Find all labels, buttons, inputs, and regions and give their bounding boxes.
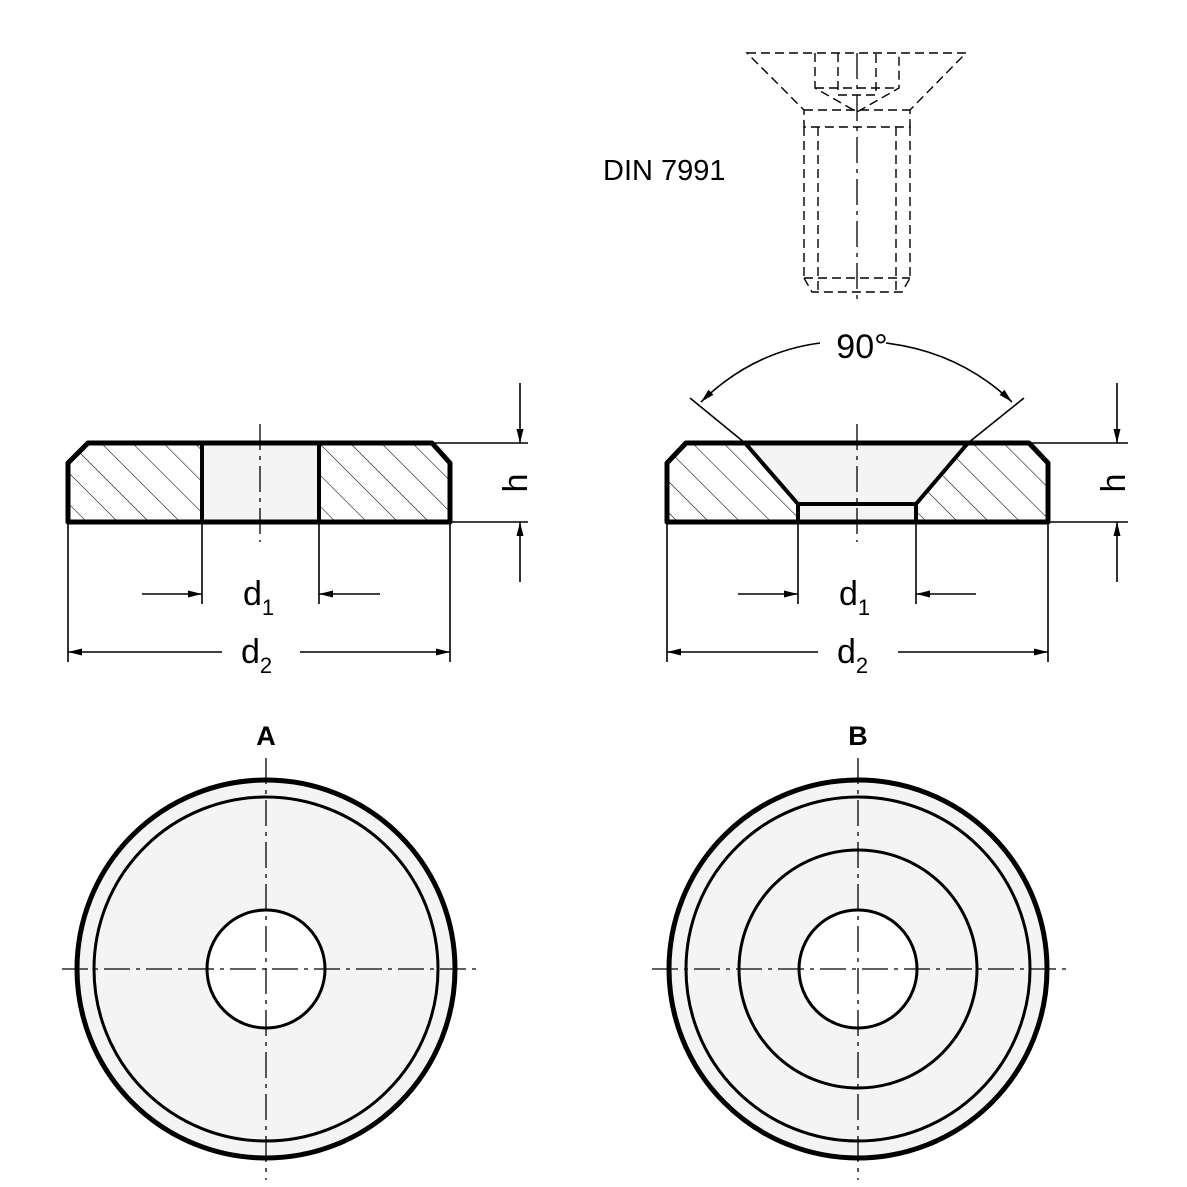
section-a-left-hatch	[68, 443, 202, 522]
angle-ext-right	[967, 397, 1025, 444]
angle-label: 90°	[836, 328, 887, 366]
top-view-a: A	[62, 721, 482, 1180]
section-b-right-hatch	[916, 443, 1048, 522]
top-view-b: B	[652, 721, 1072, 1180]
section-view-a: h d1 d2	[65, 383, 535, 678]
section-b-countersink-edge	[743, 441, 970, 506]
din-standard-label: DIN 7991	[603, 155, 726, 187]
section-b-d1-label: d1	[839, 575, 870, 620]
section-a-d2-label: d2	[241, 633, 272, 678]
section-b-h-label: h	[1095, 474, 1133, 493]
section-a-d1-label: d1	[243, 575, 274, 620]
view-a-label: A	[256, 721, 276, 751]
angle-arc-left	[700, 342, 821, 403]
screw-tip-chamfer	[803, 277, 911, 293]
countersunk-screw-din7991: DIN 7991	[603, 52, 968, 300]
view-b-label: B	[848, 721, 868, 751]
section-a-h-label: h	[497, 474, 535, 493]
angle-arc-right	[885, 342, 1013, 403]
section-a-right-hatch	[319, 443, 450, 522]
section-view-b: 90° h d1 d2	[664, 328, 1133, 678]
section-b-left-hatch	[667, 443, 798, 522]
section-b-d2-label: d2	[837, 633, 868, 678]
angle-ext-left	[689, 397, 746, 444]
screw-socket	[814, 53, 900, 113]
